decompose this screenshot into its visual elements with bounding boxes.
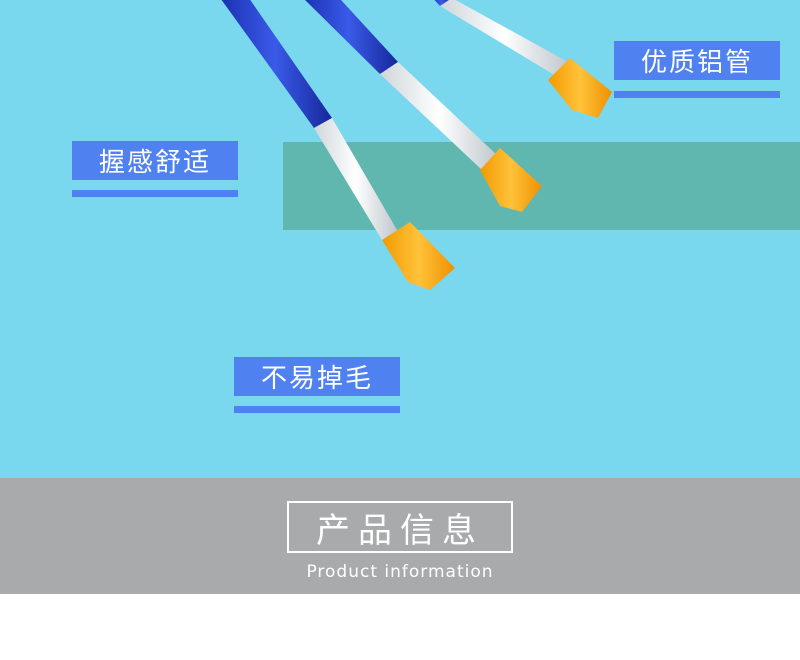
brush-illustration xyxy=(221,0,612,290)
brush-right xyxy=(434,0,612,118)
brush-left xyxy=(221,0,455,290)
tag-bristles-underline xyxy=(234,406,400,413)
brush-middle xyxy=(305,0,542,212)
info-subtitle: Product information xyxy=(306,562,494,582)
tag-aluminum-underline xyxy=(614,91,780,98)
product-info-header: 产品信息 Product information xyxy=(0,478,800,594)
product-hero: 优质铝管 握感舒适 不易掉毛 xyxy=(0,0,800,478)
info-title: 产品信息 xyxy=(287,501,513,553)
tag-aluminum-tube: 优质铝管 xyxy=(614,41,780,98)
tag-aluminum-label: 优质铝管 xyxy=(614,41,780,80)
blank-footer-area xyxy=(0,594,800,660)
tag-grip-label: 握感舒适 xyxy=(72,141,238,180)
tag-grip-underline xyxy=(72,190,238,197)
tag-bristles-label: 不易掉毛 xyxy=(234,357,400,396)
tag-comfortable-grip: 握感舒适 xyxy=(72,141,238,197)
tag-no-shedding: 不易掉毛 xyxy=(234,357,400,413)
